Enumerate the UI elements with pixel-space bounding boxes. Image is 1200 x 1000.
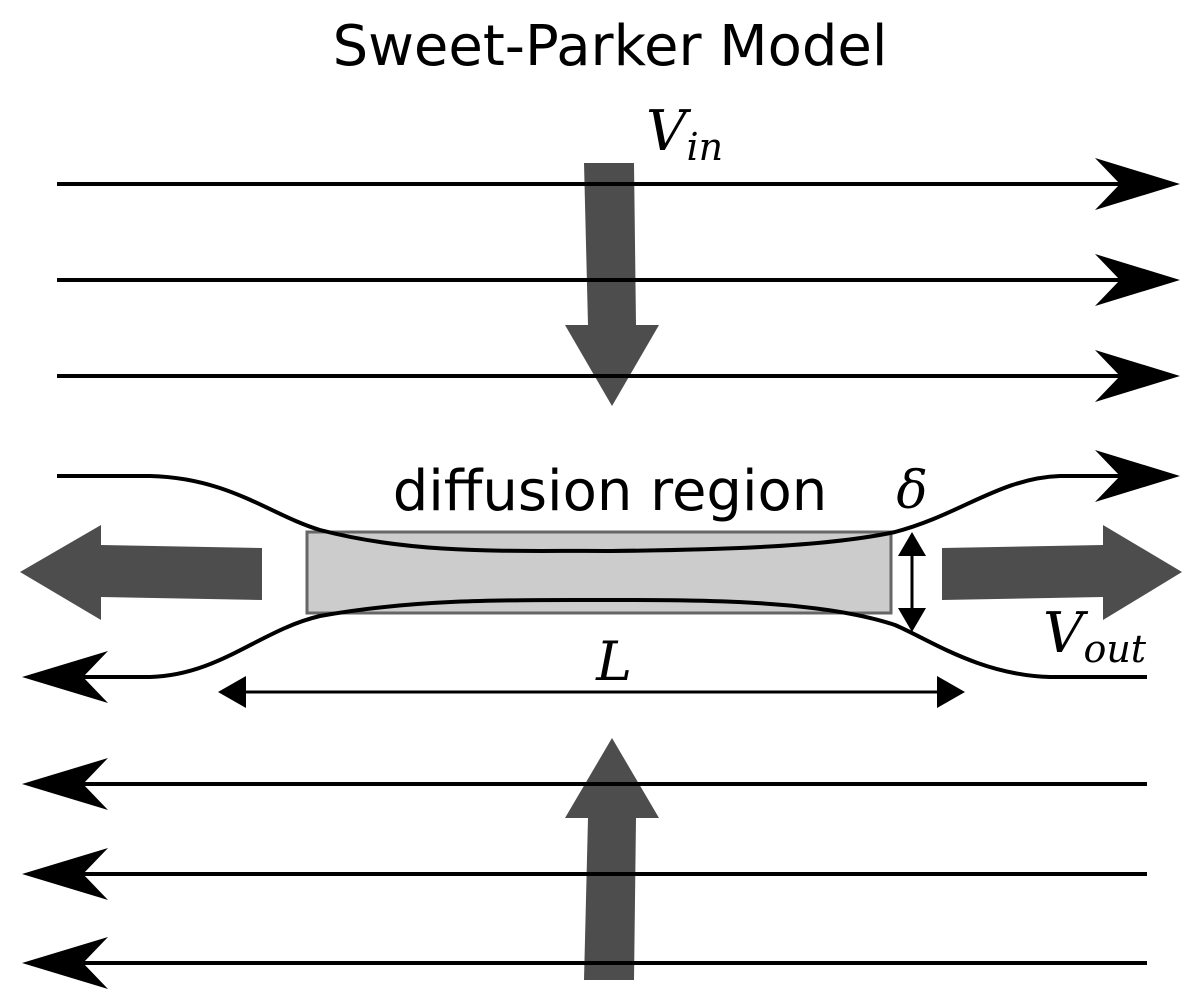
field-line-top-3-arrowhead <box>1095 350 1180 402</box>
field-line-bottom-1-arrowhead <box>22 758 108 810</box>
length-arrow <box>218 676 965 708</box>
field-line-lower-curved <box>80 597 1147 679</box>
v-in-base: V <box>646 99 692 164</box>
outflow-arrow-left <box>20 525 262 620</box>
diagram-title: Sweet-Parker Model <box>333 14 888 79</box>
field-line-bottom-3-arrowhead <box>22 937 108 989</box>
v-out-subscript: out <box>1083 627 1146 671</box>
field-line-lower-curved-arrowhead <box>22 651 108 703</box>
inflow-arrow-top <box>565 163 659 406</box>
v-out-label: Vout <box>1043 601 1147 671</box>
lower-field-lines-overlay <box>560 782 665 965</box>
v-in-label: Vin <box>646 99 723 169</box>
delta-thickness-arrow <box>898 532 926 632</box>
outflow-arrow-right <box>942 525 1182 620</box>
field-line-bottom-2-arrowhead <box>22 848 108 900</box>
delta-label: δ <box>896 461 927 521</box>
field-line-top-1-arrowhead <box>1095 158 1180 210</box>
inflow-arrow-bottom <box>565 738 659 980</box>
field-line-top-2-arrowhead <box>1095 254 1180 306</box>
v-in-subscript: in <box>686 125 723 169</box>
v-out-base: V <box>1043 601 1089 666</box>
field-line-upper-curved <box>57 474 1125 554</box>
upper-field-lines-overlay <box>560 182 665 378</box>
field-line-upper-curved-arrowhead <box>1095 450 1180 502</box>
diffusion-region-label: diffusion region <box>393 459 828 524</box>
length-label: L <box>595 630 632 693</box>
